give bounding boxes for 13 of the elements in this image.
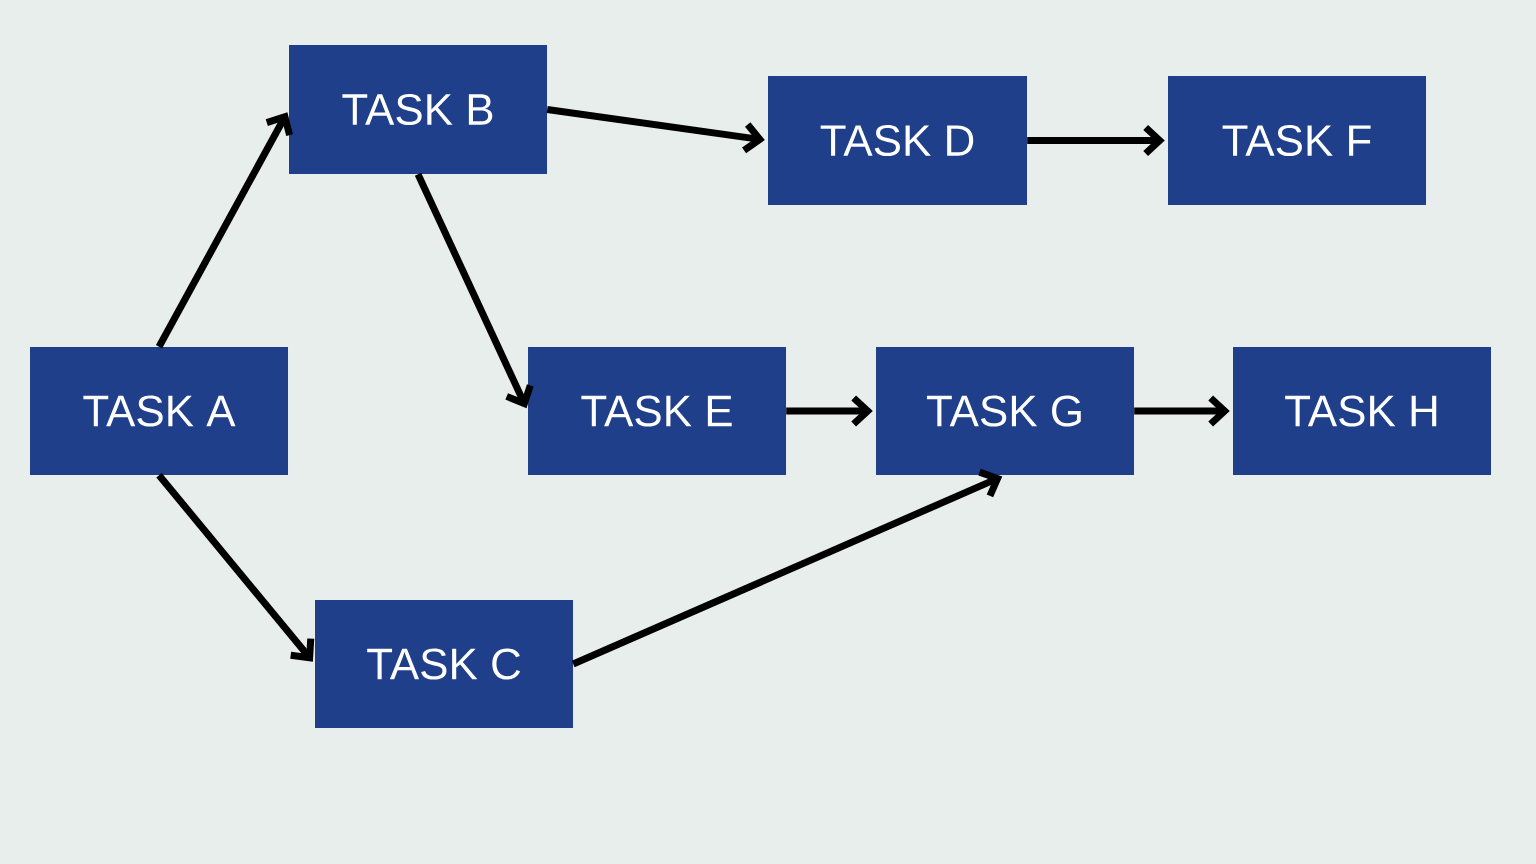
task-box: TASK E <box>528 347 786 475</box>
arrow <box>156 472 315 662</box>
arrow <box>571 468 1003 668</box>
arrow <box>414 172 534 409</box>
task-box: TASK C <box>315 600 573 728</box>
task-box: TASK G <box>876 347 1134 475</box>
arrow <box>155 112 293 349</box>
arrow <box>546 106 765 154</box>
task-box: TASK A <box>30 347 288 475</box>
task-box: TASK F <box>1168 76 1426 205</box>
task-box: TASK D <box>768 76 1027 205</box>
task-box: TASK H <box>1233 347 1491 475</box>
task-box: TASK B <box>289 45 547 174</box>
